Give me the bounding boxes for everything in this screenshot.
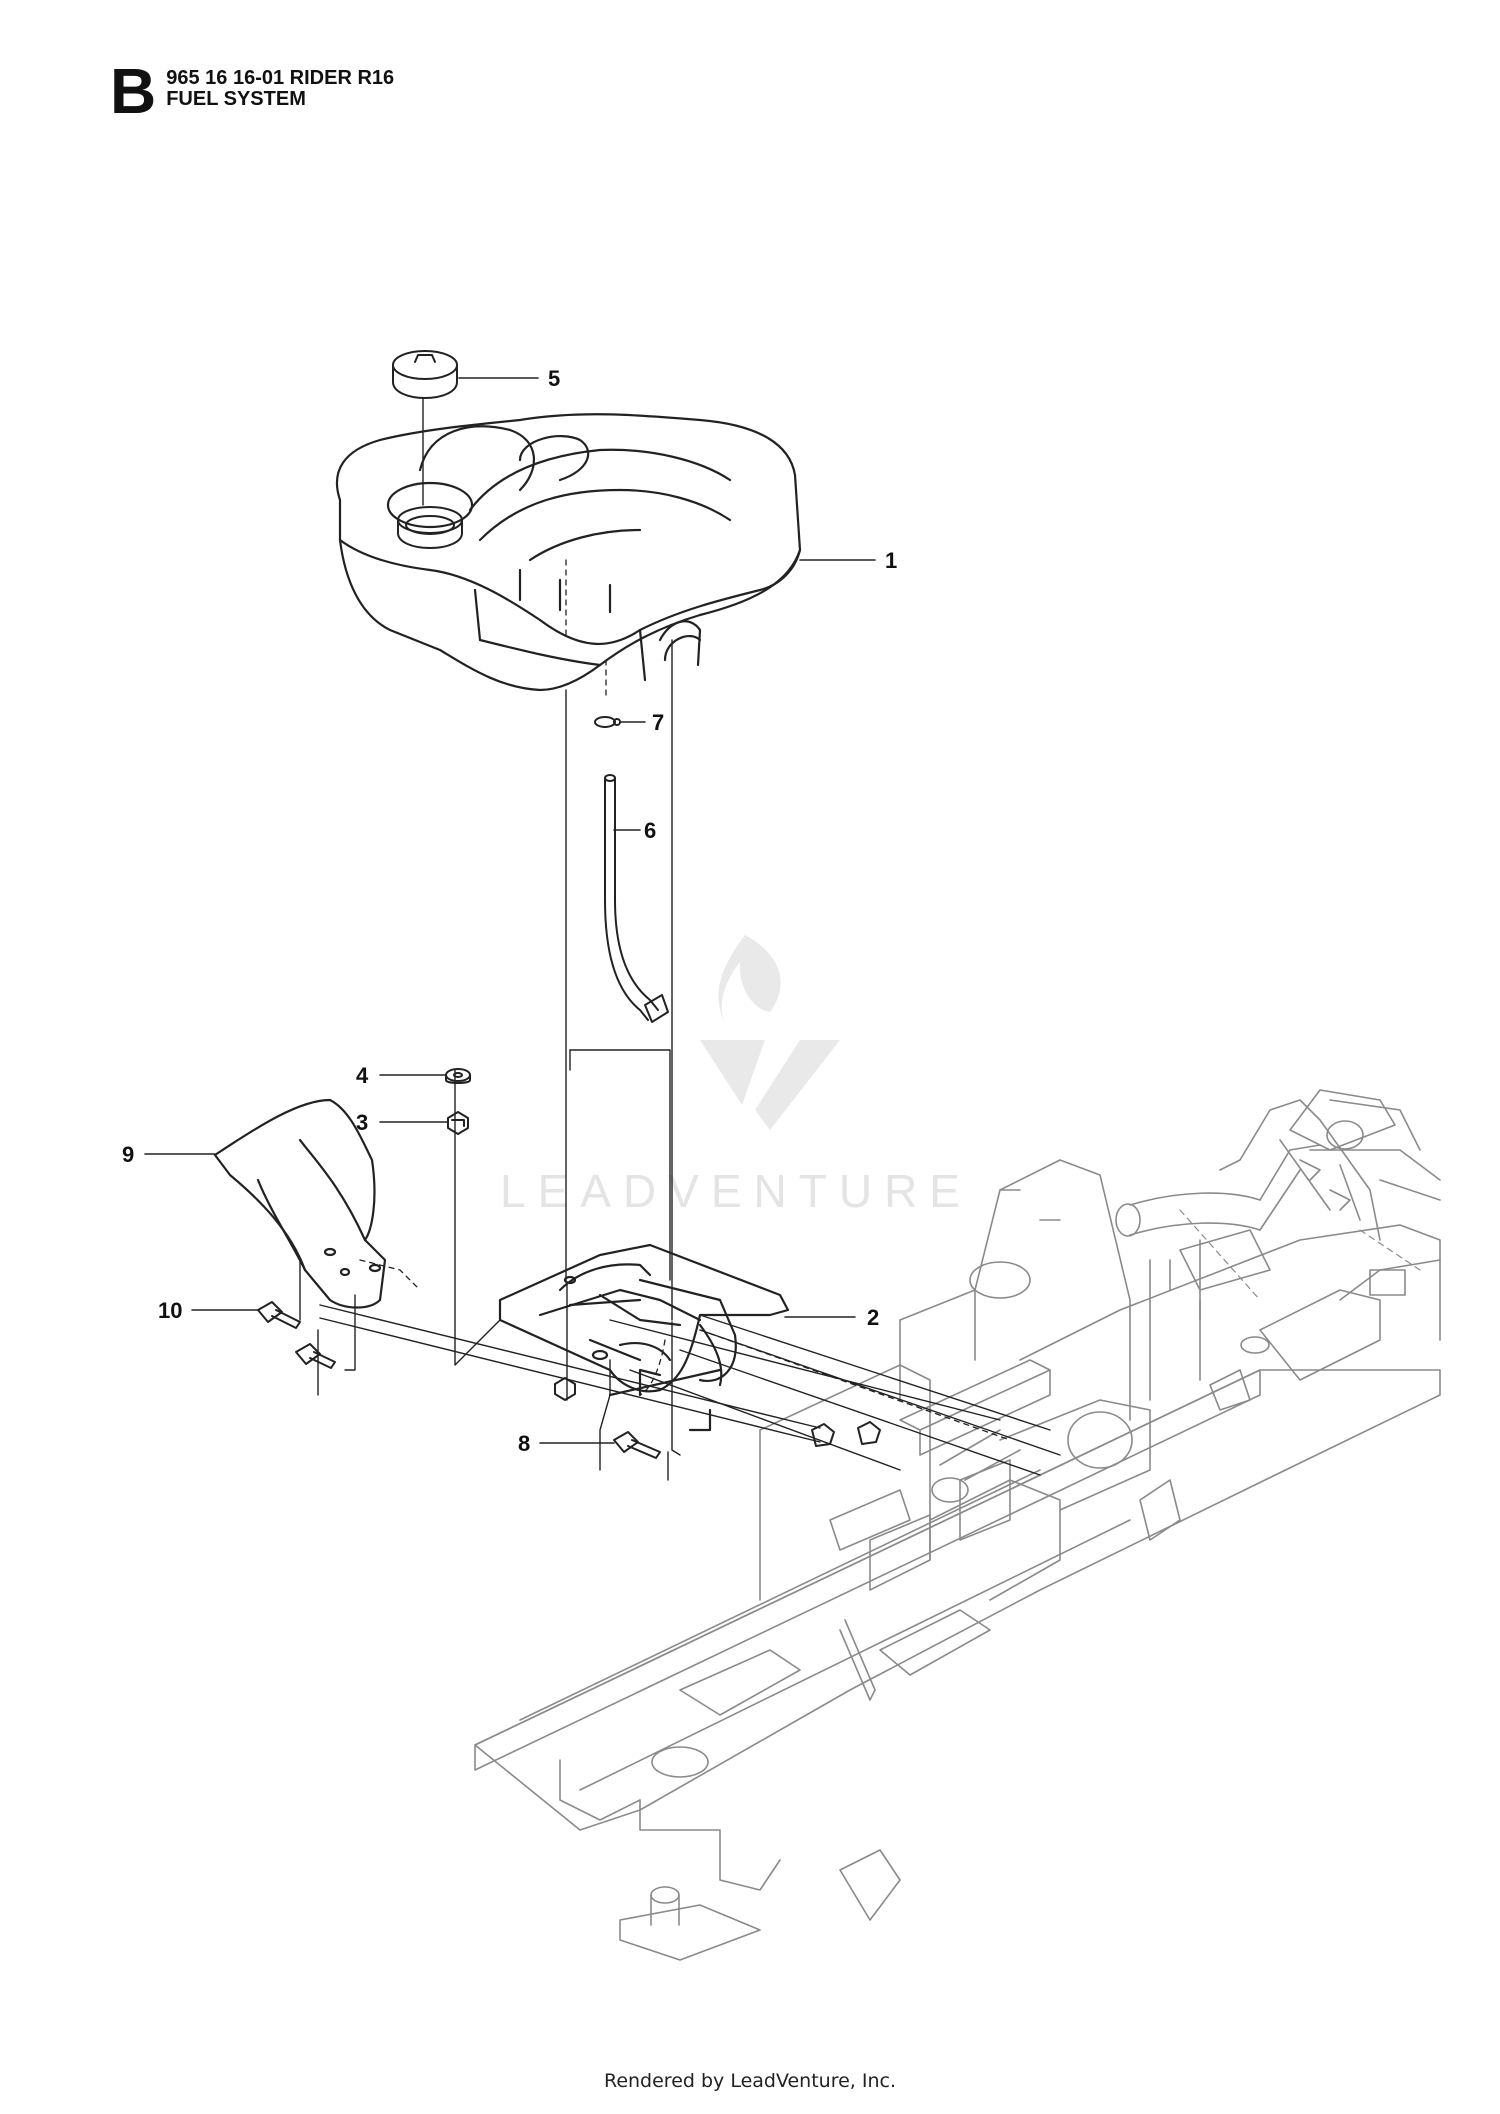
callout-3[interactable]: 3 [356, 1110, 368, 1135]
watermark-text: LEADVENTURE [500, 1165, 972, 1217]
header-text: 965 16 16-01 RIDER R16 FUEL SYSTEM [166, 62, 394, 110]
fuel-tank [335, 413, 802, 692]
frame-hidden-lines [1179, 1209, 1421, 1301]
callout-1[interactable]: 1 [885, 548, 897, 573]
leader-lines [144, 377, 876, 1444]
bolt-8-icon [613, 1431, 661, 1459]
diagram-header: B 965 16 16-01 RIDER R16 FUEL SYSTEM [110, 55, 394, 127]
callout-2[interactable]: 2 [867, 1305, 879, 1330]
flame-logo-icon [700, 935, 840, 1130]
nut-3-icon [447, 1111, 469, 1135]
fasteners [257, 1068, 881, 1459]
tank-bracket [498, 1243, 790, 1432]
bolt-10-icon [257, 1301, 301, 1329]
callout-7[interactable]: 7 [652, 710, 664, 735]
chassis-frame [474, 1089, 1441, 1961]
callout-6[interactable]: 6 [644, 818, 656, 843]
filler-neck [397, 506, 463, 549]
washer-4-icon [445, 1068, 471, 1084]
bolt-icon [295, 1343, 336, 1369]
callout-10[interactable]: 10 [158, 1298, 182, 1323]
callout-4[interactable]: 4 [356, 1063, 369, 1088]
callout-9[interactable]: 9 [122, 1142, 134, 1167]
system-title: FUEL SYSTEM [166, 88, 306, 110]
footer-credit: Rendered by LeadVenture, Inc. [603, 2070, 897, 2092]
fuel-cap [392, 350, 458, 399]
callouts: 5 1 7 6 2 9 10 4 3 8 [122, 366, 897, 1456]
model-title: 965 16 16-01 RIDER R16 [166, 67, 395, 89]
section-letter: B [110, 55, 157, 127]
watermark: LEADVENTURE [500, 935, 972, 1217]
assembly-lines [299, 397, 1061, 1481]
hose-clamp [594, 716, 621, 728]
callout-8[interactable]: 8 [518, 1431, 530, 1456]
nut-icon [554, 1377, 576, 1401]
callout-5[interactable]: 5 [548, 366, 560, 391]
fuel-hose [604, 774, 669, 1023]
hidden-lines [359, 559, 1011, 1441]
mount-nut-icon [811, 1421, 881, 1447]
